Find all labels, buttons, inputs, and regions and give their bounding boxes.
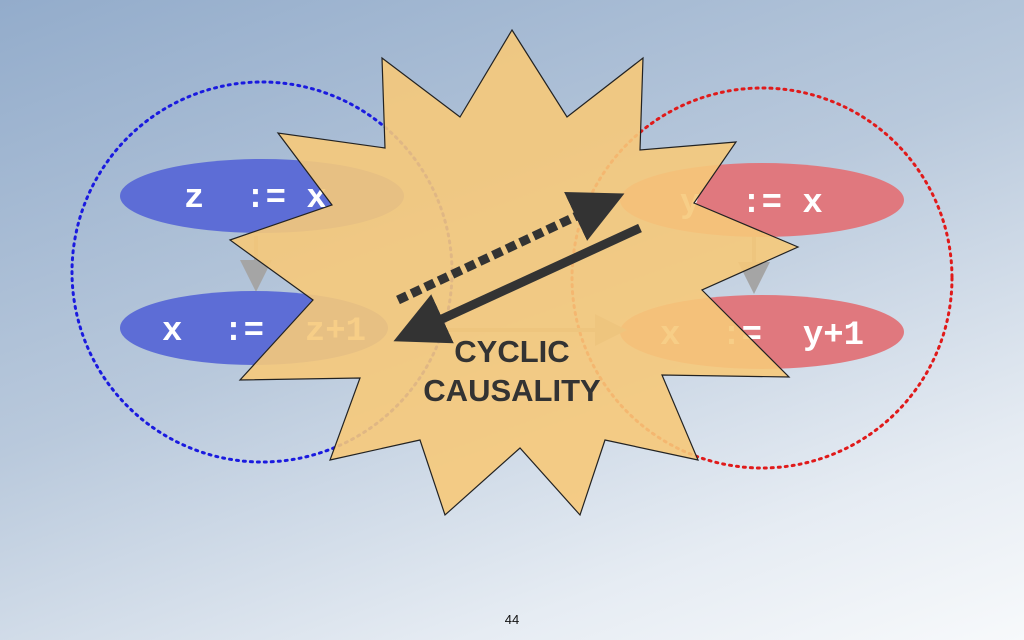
cyclic-causality-burst <box>228 28 800 517</box>
burst-label-line-2: CAUSALITY <box>423 373 601 408</box>
dotted-causality-arrow <box>396 192 625 305</box>
page-number: 44 <box>504 612 520 627</box>
burst-label-line-1: CYCLIC <box>454 334 569 369</box>
left-statement-1: z := x <box>184 180 327 218</box>
solid-causality-arrow <box>393 223 642 344</box>
